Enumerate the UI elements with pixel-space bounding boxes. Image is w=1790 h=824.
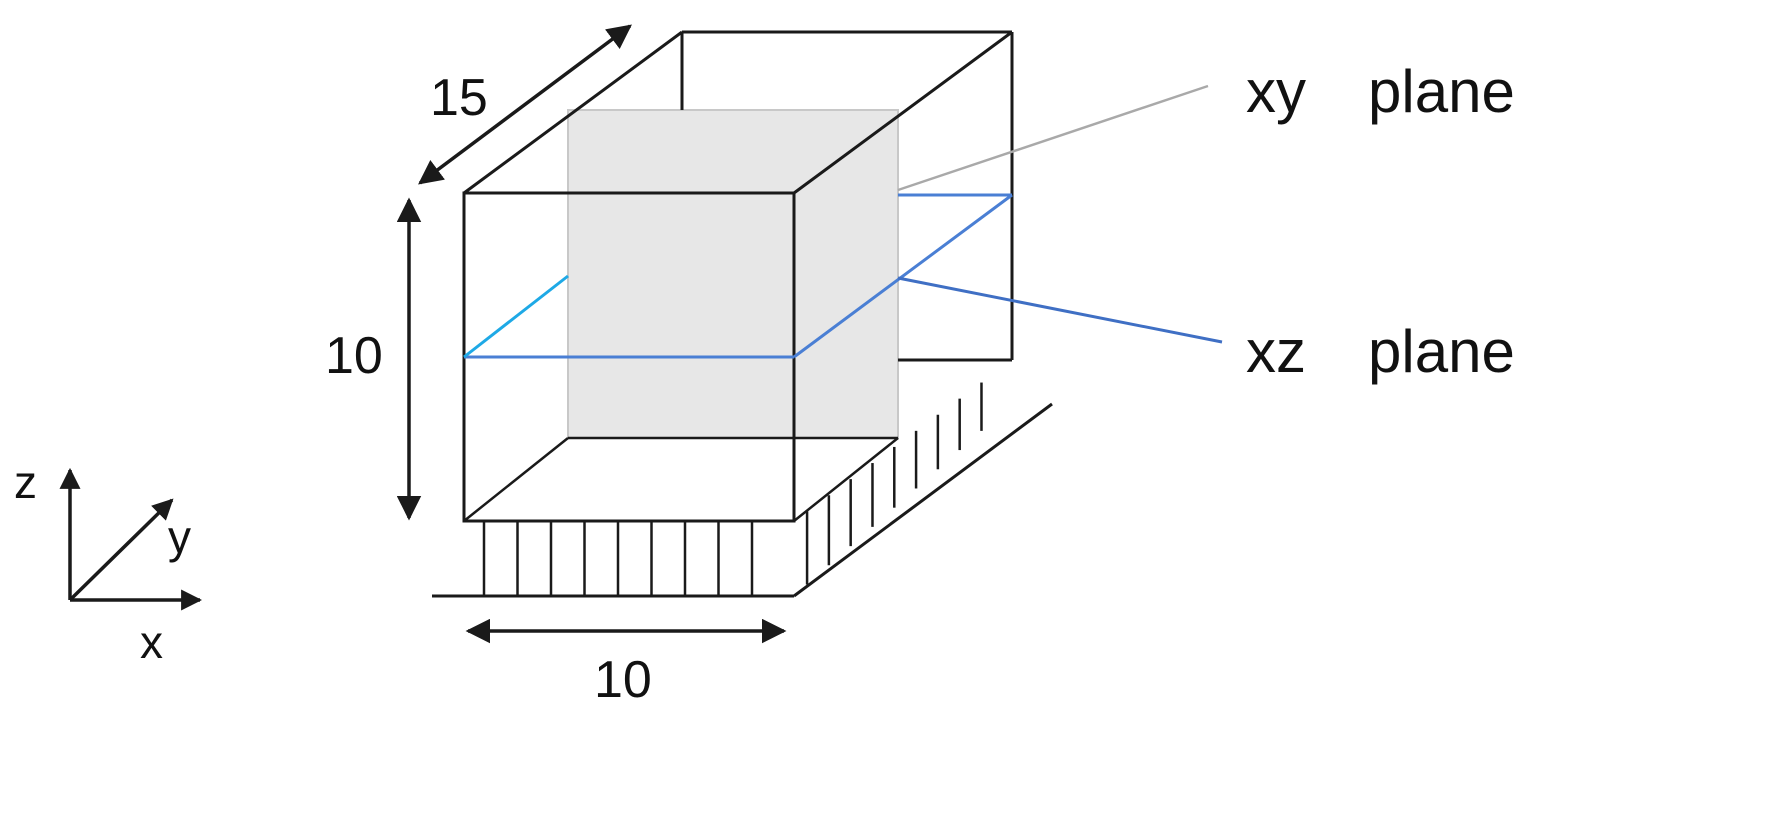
xy-plane-surface [567, 109, 899, 439]
xz-plane-leader [897, 276, 1223, 344]
depth-dimension-arrow [418, 24, 632, 185]
depth-dimension-label: 15 [430, 69, 488, 127]
x-axis-label: x [140, 616, 163, 668]
xz-plane-name: xz [1246, 318, 1306, 385]
xz-plane-word: plane [1368, 318, 1515, 385]
xz-plane-outline [463, 193, 1013, 359]
xy-plane-leader [897, 84, 1209, 192]
y-axis-label: y [168, 511, 191, 563]
side-hatching [805, 382, 983, 585]
height-dimension-label: 10 [325, 327, 383, 385]
box-bottom-edges [463, 436, 899, 522]
front-hatching [482, 521, 754, 596]
coordinate-axes [59, 467, 203, 611]
width-dimension-label: 10 [594, 651, 652, 709]
xy-plane-word: plane [1368, 58, 1515, 125]
xy-plane-name: xy [1246, 58, 1306, 125]
ground-support [432, 402, 1053, 598]
z-axis-label: z [14, 456, 37, 508]
